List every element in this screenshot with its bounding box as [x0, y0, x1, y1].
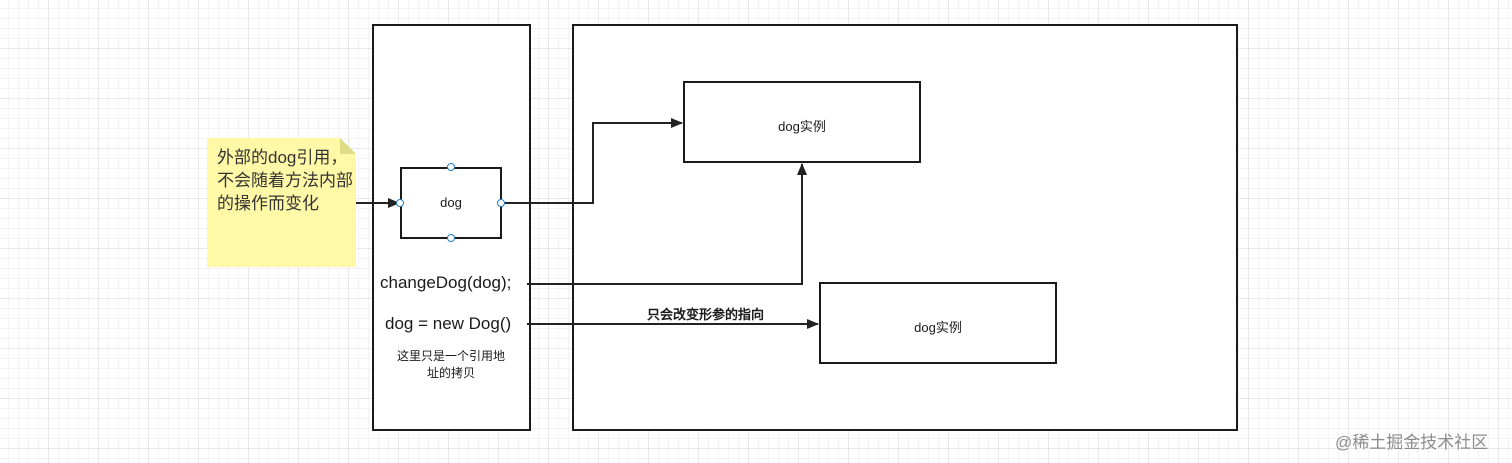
- edge-dog-to-instance-top: [502, 118, 683, 204]
- dog-instance-bottom[interactable]: dog实例: [819, 282, 1057, 364]
- assign-new-dog-label: dog = new Dog(): [385, 314, 512, 333]
- connection-handle-left[interactable]: [396, 199, 404, 207]
- dog-instance-top[interactable]: dog实例: [683, 81, 921, 163]
- change-dog-call-label: changeDog(dog);: [380, 273, 512, 292]
- dog-reference-label: dog: [440, 195, 462, 210]
- dog-instance-bottom-label: dog实例: [914, 320, 962, 335]
- connection-handle-bottom[interactable]: [447, 234, 455, 242]
- connection-handle-right[interactable]: [497, 199, 505, 207]
- sticky-note: 外部的dog引用，不会随着方法内部的操作而变化: [207, 138, 356, 267]
- dog-instance-top-label: dog实例: [778, 119, 826, 134]
- sticky-note-text: 外部的dog引用，不会随着方法内部的操作而变化: [217, 148, 353, 213]
- reference-copy-comment: 这里只是一个引用地址的拷贝: [396, 349, 505, 380]
- connection-handle-top[interactable]: [447, 163, 455, 171]
- edge-call-to-instance-top: [527, 163, 807, 285]
- sticky-note-shape: [207, 138, 356, 267]
- watermark: @稀土掘金技术社区: [1335, 433, 1489, 452]
- edge-label-param-pointer: 只会改变形参的指向: [647, 307, 765, 322]
